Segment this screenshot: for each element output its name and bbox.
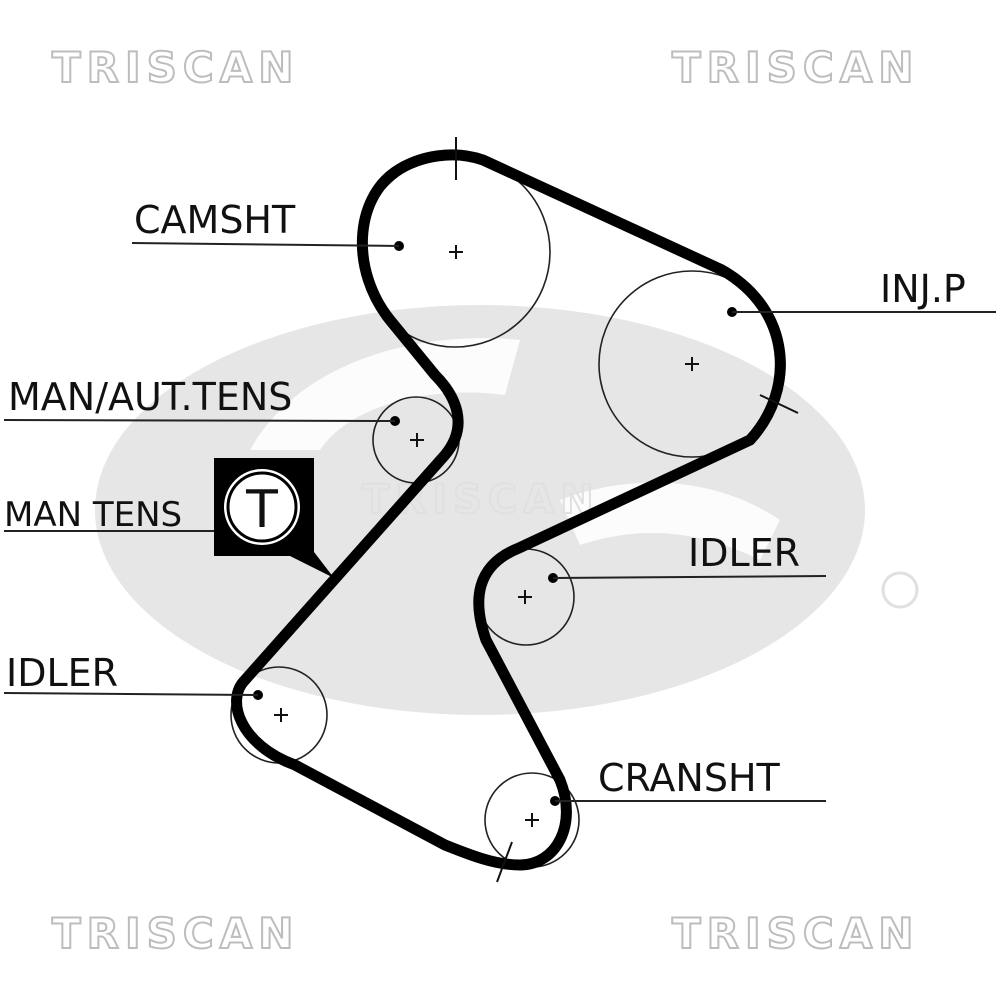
crankshaft-center-cross [525, 813, 539, 827]
injection-pump-center-cross [685, 357, 699, 371]
watermark-bottom-right: TRISCAN [672, 909, 919, 958]
tensioner-label: MAN/AUT.TENS [8, 375, 292, 419]
left-idler-center-cross [274, 708, 288, 722]
right-idler-center-cross [518, 590, 532, 604]
tensioner-center-cross [410, 433, 424, 447]
camshaft-center-cross [449, 245, 463, 259]
camshaft-label: CAMSHT [134, 198, 296, 242]
watermark-top-right: TRISCAN [672, 43, 919, 92]
watermark-bottom-left: TRISCAN [52, 909, 299, 958]
right-idler-leader [552, 575, 827, 579]
left-idler-leader [3, 692, 259, 696]
right-idler-label: IDLER [688, 531, 800, 575]
manual-tensioner-label: MAN TENS [4, 495, 182, 535]
watermark-top-left: TRISCAN [52, 43, 299, 92]
camshaft-leader [131, 242, 400, 247]
injection-pump-label: INJ.P [880, 267, 966, 311]
injection-pump-timing-mark [759, 394, 799, 414]
crankshaft-timing-mark [496, 841, 513, 883]
crankshaft-label: CRANSHT [598, 756, 781, 800]
manual-tensioner-symbol: T [214, 458, 334, 578]
tensioner-leader [3, 419, 396, 422]
timing-belt [231, 149, 786, 871]
manual-tensioner-symbol-letter: T [245, 480, 278, 540]
left-idler-label: IDLER [6, 651, 118, 695]
